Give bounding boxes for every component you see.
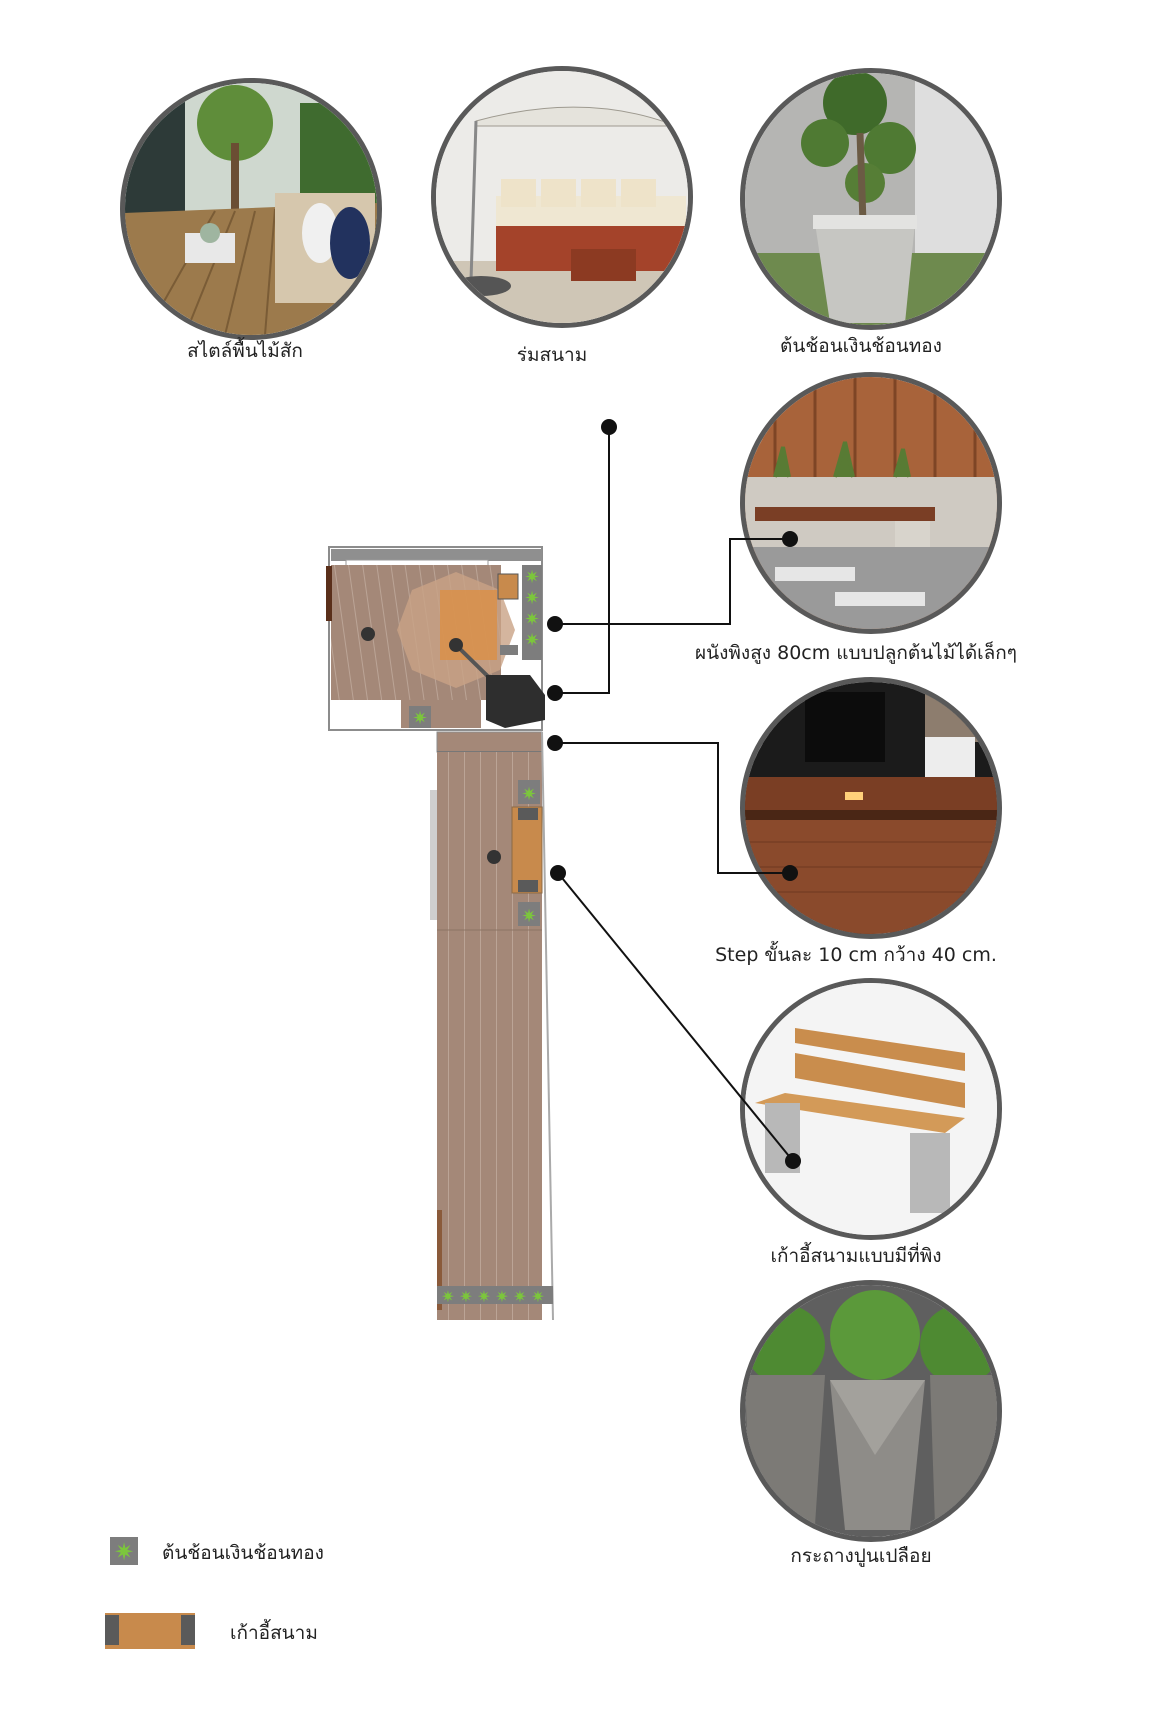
svg-text:✷: ✷ [441,1287,454,1306]
svg-text:✷: ✷ [477,1287,490,1306]
leader-dots [547,419,801,1169]
legend-bench-symbol [105,1613,195,1649]
svg-text:✷: ✷ [114,1538,134,1566]
bench-photo [740,978,1002,1240]
planter-photo [740,1280,1002,1542]
svg-text:✷: ✷ [524,567,539,588]
caption-umbrella: ร่มสนาม [516,344,588,366]
caption-teak-floor: สไตล์พื้นไม้สัก [187,340,303,362]
plant-icons-wall: ✷ ✷ ✷ ✷ [524,567,539,651]
legend-plant-symbol: ✷ [110,1537,138,1566]
svg-text:✷: ✷ [524,588,539,609]
caption-bonsai: ต้นช้อนเงินช้อนทอง [780,335,942,357]
wall-photo [740,372,1002,634]
svg-text:✷: ✷ [412,708,427,729]
caption-step: Step ขั้นละ 10 cm กว้าง 40 cm. [715,944,997,966]
caption-bench: เก้าอี้สนามแบบมีที่พิง [770,1245,942,1267]
leader-lines [555,427,794,1162]
svg-text:✷: ✷ [524,609,539,630]
svg-text:✷: ✷ [524,630,539,651]
svg-text:✷: ✷ [521,906,536,927]
upper-deck: ✷ ✷ ✷ ✷ ✷ [326,546,545,731]
lower-deck: ✷ ✷ ✷ ✷ ✷ ✷ ✷ ✷ [430,731,554,1321]
caption-planter: กระถางปูนเปลือย [790,1545,932,1567]
svg-text:✷: ✷ [495,1287,508,1306]
svg-text:✷: ✷ [521,784,536,805]
step-photo [740,677,1002,939]
svg-text:✷: ✷ [513,1287,526,1306]
caption-wall: ผนังพิงสูง 80cm แบบปลูกต้นไม้ได้เล็กๆ [694,642,1018,664]
svg-text:✷: ✷ [531,1287,544,1306]
legend-plant-label: ต้นช้อนเงินช้อนทอง [162,1542,324,1564]
legend-bench-label: เก้าอี้สนาม [230,1622,318,1644]
teak-floor-photo [120,78,382,340]
svg-text:✷: ✷ [459,1287,472,1306]
